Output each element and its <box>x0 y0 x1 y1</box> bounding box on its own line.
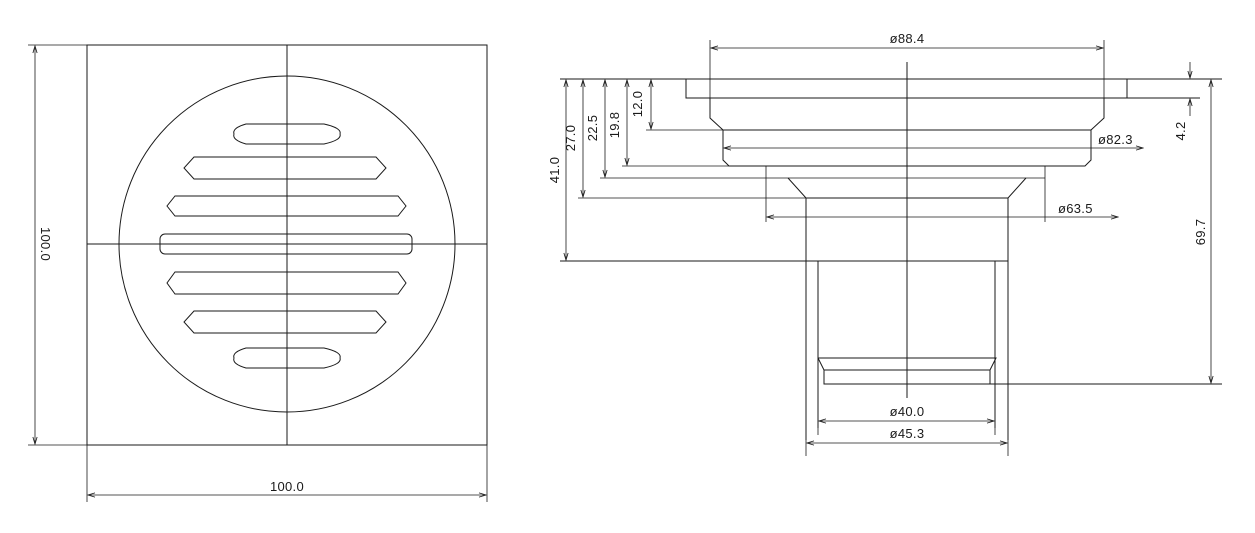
grate-circle <box>118 75 456 413</box>
label-45: ø45.3 <box>890 426 925 441</box>
label-41: 41.0 <box>547 157 562 184</box>
label-69: 69.7 <box>1193 219 1208 246</box>
label-27: 27.0 <box>563 125 578 152</box>
grate-slot <box>166 271 407 295</box>
label-22: 22.5 <box>585 115 600 142</box>
height-label: 100.0 <box>38 227 53 261</box>
grate-slot <box>233 347 341 369</box>
top-view: 100.0 100.0 <box>28 44 488 502</box>
grate-slot <box>183 310 387 334</box>
width-label: 100.0 <box>270 479 304 494</box>
grate-slot <box>166 195 407 217</box>
label-88: ø88.4 <box>890 31 925 46</box>
label-4: 4.2 <box>1173 122 1188 141</box>
side-view: 12.0 19.8 22.5 27.0 41.0 69.7 4.2 ø88.4 … <box>547 31 1222 456</box>
label-40: ø40.0 <box>890 404 925 419</box>
grate-slots <box>159 123 413 369</box>
grate-slot <box>159 233 413 255</box>
label-63: ø63.5 <box>1058 201 1093 216</box>
label-19: 19.8 <box>607 112 622 139</box>
label-12: 12.0 <box>630 91 645 118</box>
grate-slot <box>233 123 341 145</box>
grate-slot <box>183 156 387 180</box>
label-82: ø82.3 <box>1098 132 1133 147</box>
